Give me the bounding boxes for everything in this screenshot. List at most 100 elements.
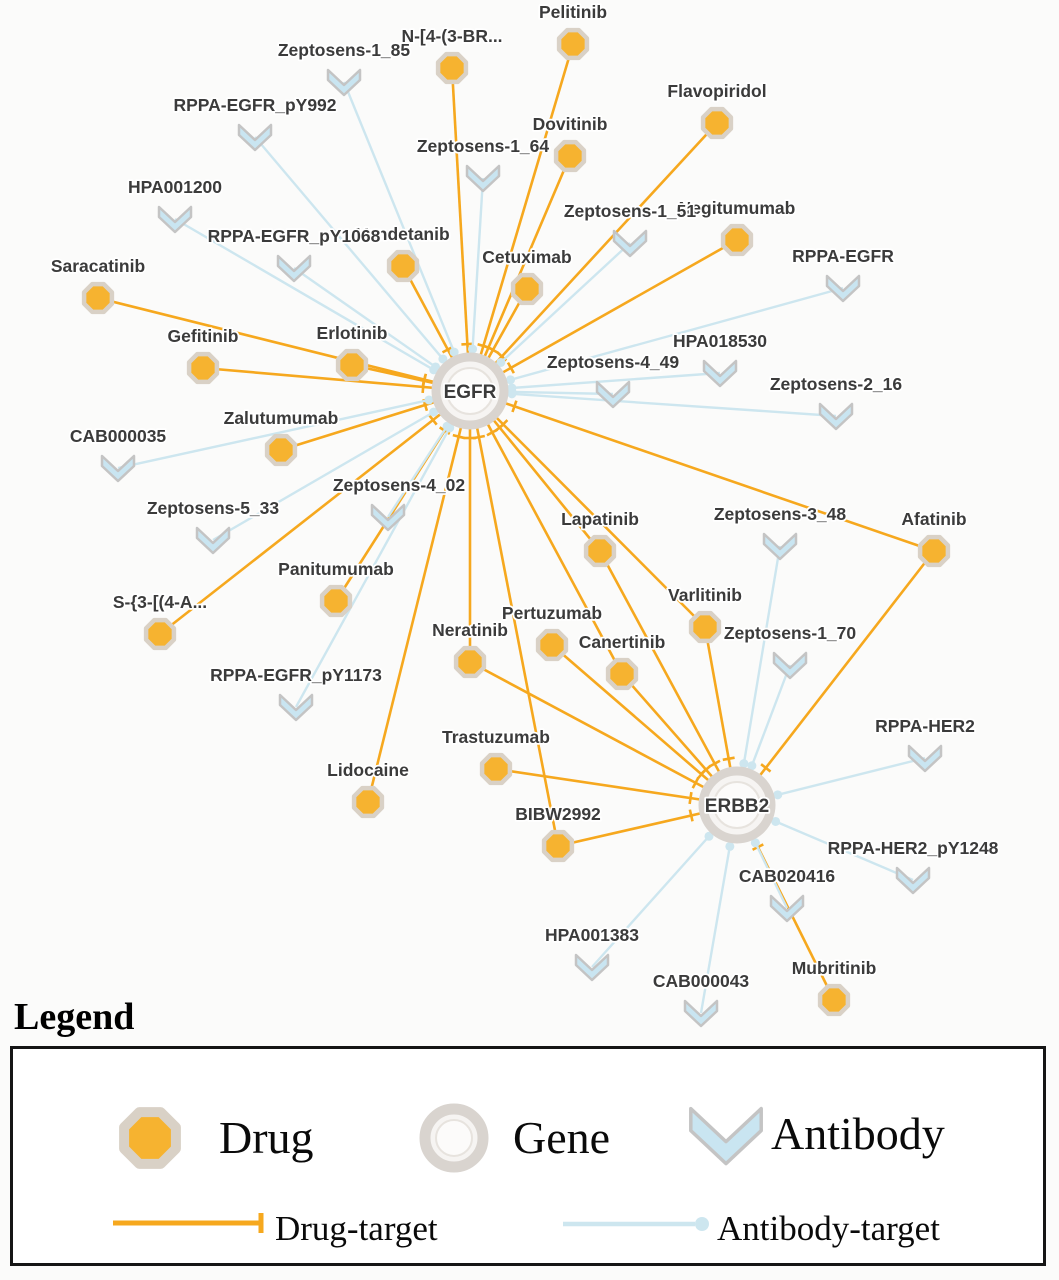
- node-hpa018530[interactable]: HPA018530: [671, 329, 769, 388]
- node-zalutumumab[interactable]: Zalutumumab: [222, 406, 340, 467]
- antibody-target-dot: [496, 357, 506, 367]
- antibody-target-dot: [445, 423, 455, 433]
- antibody-target-dot: [449, 347, 459, 357]
- node-rppa-egfr-py1068[interactable]: RPPA-EGFR_pY1068: [206, 224, 382, 283]
- drug-target-tee: [428, 414, 438, 426]
- node-lidocaine[interactable]: Lidocaine: [325, 758, 411, 819]
- node-label: Lidocaine: [327, 760, 409, 780]
- drug-target-tee: [688, 809, 694, 822]
- node-label: Mubritinib: [792, 958, 877, 978]
- edge-egfr-zeptosens-5-33: [212, 389, 471, 542]
- node-zeptosens-4-02[interactable]: Zeptosens-4_02: [331, 473, 467, 532]
- antibody-chevron-icon: [237, 123, 273, 152]
- node-gefitinib[interactable]: Gefitinib: [166, 324, 240, 385]
- node-label: HPA001200: [128, 177, 222, 197]
- node-label: Zeptosens-2_16: [770, 374, 903, 394]
- drug-octagon-icon: [688, 610, 722, 644]
- drug-octagon-icon: [605, 657, 639, 691]
- drug-target-tee: [461, 342, 474, 346]
- node-panitumumab[interactable]: Panitumumab: [276, 557, 396, 618]
- node-canertinib[interactable]: Canertinib: [577, 630, 667, 691]
- node-cab000035[interactable]: CAB000035: [68, 424, 168, 483]
- edge-egfr-negitumumab: [469, 238, 738, 393]
- node-zeptosens-2-16[interactable]: Zeptosens-2_16: [768, 372, 904, 431]
- node-zeptosens-5-33[interactable]: Zeptosens-5_33: [145, 496, 281, 555]
- edge-egfr-bibw2992: [468, 390, 560, 847]
- node-erbb2[interactable]: ERBB2: [698, 766, 776, 844]
- node-rppa-egfr[interactable]: RPPA-EGFR: [790, 244, 896, 303]
- node-rppa-egfr-py992[interactable]: RPPA-EGFR_pY992: [172, 93, 339, 152]
- drug-octagon-icon: [453, 645, 487, 679]
- node-bibw2992[interactable]: BIBW2992: [513, 802, 603, 863]
- node-n-4-3-br[interactable]: N-[4-(3-BR...: [400, 24, 504, 85]
- drug-octagon-icon: [535, 628, 569, 662]
- node-zeptosens-1-85[interactable]: Zeptosens-1_85: [276, 38, 412, 97]
- edge-erbb2-neratinib: [469, 660, 738, 807]
- node-cetuximab[interactable]: Cetuximab: [481, 245, 573, 306]
- node-label: CAB020416: [739, 866, 836, 886]
- node-label: Zeptosens-3_48: [714, 504, 847, 524]
- node-label: Gefitinib: [168, 326, 239, 346]
- node-pertuzumab[interactable]: Pertuzumab: [500, 601, 604, 662]
- edge-erbb2-pertuzumab: [551, 644, 738, 806]
- antibody-target-dot: [773, 790, 783, 800]
- node-trastuzumab[interactable]: Trastuzumab: [440, 725, 552, 786]
- node-negitumumab[interactable]: Negitumumab: [677, 196, 797, 257]
- node-pelitinib[interactable]: Pelitinib: [537, 0, 609, 61]
- edge-egfr-rppa-egfr-py992: [254, 136, 471, 392]
- node-label: HPA018530: [673, 331, 767, 351]
- node-label: Trastuzumab: [442, 727, 550, 747]
- legend-drug-target-label: Drug-target: [275, 1209, 438, 1248]
- antibody-target-dot: [468, 344, 478, 354]
- drug-octagon-icon: [720, 223, 754, 257]
- drug-target-tee: [472, 434, 486, 440]
- antibody-target-dot: [747, 761, 757, 771]
- antibody-chevron-icon: [772, 651, 808, 680]
- node-rppa-her2[interactable]: RPPA-HER2: [873, 714, 977, 773]
- edge-egfr-rppa-egfr-py1173: [294, 390, 472, 708]
- node-rppa-her2-py1248[interactable]: RPPA-HER2_pY1248: [826, 836, 1000, 895]
- node-label: Erlotinib: [317, 323, 388, 343]
- node-label: Zalutumumab: [224, 408, 339, 428]
- node-varlitinib[interactable]: Varlitinib: [666, 583, 744, 644]
- node-hpa001383[interactable]: HPA001383: [543, 923, 641, 982]
- node-zeptosens-3-48[interactable]: Zeptosens-3_48: [712, 502, 848, 561]
- drug-target-tee: [708, 759, 721, 768]
- drug-octagon-icon: [186, 351, 220, 385]
- node-label: N-[4-(3-BR...: [401, 26, 502, 46]
- edge-erbb2-lapatinib: [598, 550, 739, 806]
- drug-legend-icon: [119, 1107, 181, 1169]
- node-zeptosens-4-49[interactable]: Zeptosens-4_49: [545, 350, 681, 409]
- drug-target-tee: [511, 400, 518, 413]
- node-dovitinib[interactable]: Dovitinib: [531, 112, 609, 173]
- node-hpa001200[interactable]: HPA001200: [126, 175, 224, 234]
- node-zeptosens-1-70[interactable]: Zeptosens-1_70: [722, 621, 858, 680]
- node-label: Saracatinib: [51, 256, 145, 276]
- node-neratinib[interactable]: Neratinib: [430, 618, 510, 679]
- antibody-chevron-icon: [276, 254, 312, 283]
- node-vandetanib[interactable]: Vandetanib: [355, 222, 451, 283]
- node-afatinib[interactable]: Afatinib: [900, 507, 968, 568]
- node-zeptosens-1-51[interactable]: Zeptosens-1_51: [562, 199, 698, 258]
- node-label: Canertinib: [579, 632, 666, 652]
- node-zeptosens-1-64[interactable]: Zeptosens-1_64: [415, 134, 551, 193]
- edge-egfr-canertinib: [468, 390, 624, 675]
- antibody-chevron-icon: [907, 744, 943, 773]
- node-erlotinib[interactable]: Erlotinib: [315, 321, 389, 382]
- node-lapatinib[interactable]: Lapatinib: [559, 507, 641, 568]
- legend-title: Legend: [14, 996, 135, 1038]
- node-label: RPPA-EGFR_pY1068: [208, 226, 381, 246]
- node-mubritinib[interactable]: Mubritinib: [790, 956, 878, 1017]
- node-saracatinib[interactable]: Saracatinib: [49, 254, 147, 315]
- node-egfr[interactable]: EGFR: [431, 352, 509, 430]
- gene-inner-circle: [713, 781, 761, 829]
- node-cab020416[interactable]: CAB020416: [737, 864, 837, 923]
- node-cab000043[interactable]: CAB000043: [651, 969, 751, 1028]
- drug-octagon-icon: [583, 534, 617, 568]
- node-label: HPA001383: [545, 925, 639, 945]
- node-flavopiridol[interactable]: Flavopiridol: [666, 79, 768, 140]
- node-s-3-4-a[interactable]: S-{3-[(4-A...: [111, 590, 209, 651]
- node-label: Varlitinib: [668, 585, 742, 605]
- gene-legend-icon: [419, 1103, 489, 1173]
- node-rppa-egfr-py1173[interactable]: RPPA-EGFR_pY1173: [208, 663, 384, 722]
